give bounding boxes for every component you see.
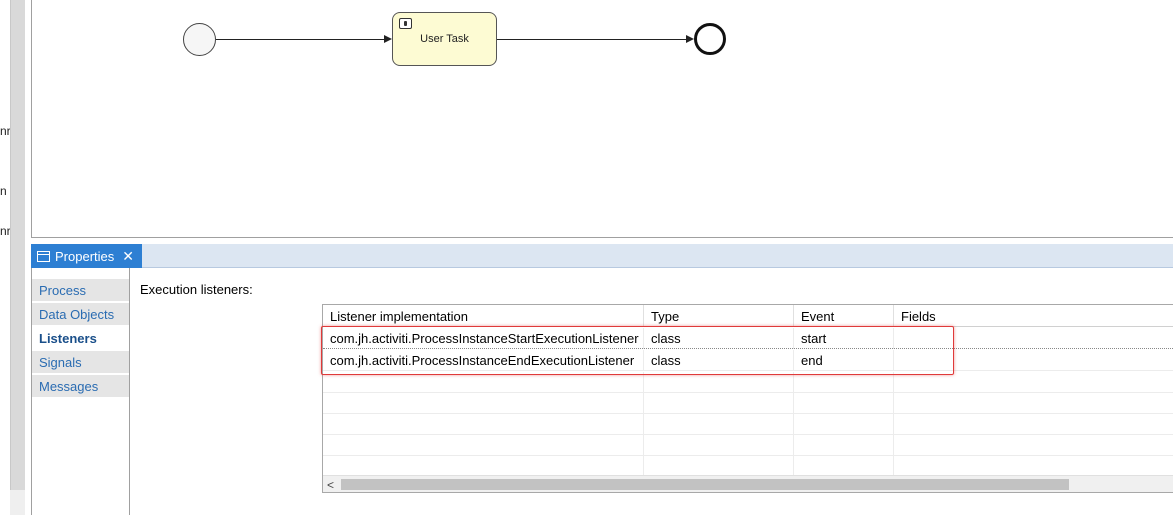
table-row[interactable]: com.jh.activiti.ProcessInstanceStartExec… [323,328,1173,349]
column-header-event[interactable]: Event [794,305,894,327]
properties-panel: Process Data Objects Listeners Signals M… [31,268,1173,515]
cell-fields [894,350,1173,371]
side-tab-listeners[interactable]: Listeners [32,327,129,350]
side-tab-data-objects[interactable]: Data Objects [32,303,129,326]
table-horizontal-scrollbar[interactable]: < [323,475,1173,492]
arrowhead-icon [686,35,694,43]
end-event[interactable] [694,23,726,55]
table-header: Listener implementation Type Event Field… [323,305,1173,327]
left-panel-scrollbar[interactable] [10,0,25,490]
scroll-left-icon[interactable]: < [327,478,335,492]
empty-cell [323,414,644,435]
table-row-empty [323,393,1173,414]
table-row-empty [323,372,1173,393]
left-panel-edge: nr n nr [0,0,11,515]
cell-event: end [794,350,894,371]
arrowhead-icon [384,35,392,43]
start-event[interactable] [183,23,216,56]
table-row-empty [323,435,1173,456]
cell-implementation: com.jh.activiti.ProcessInstanceEndExecut… [323,350,644,371]
user-task-label: User Task [420,33,469,45]
empty-cell [644,414,794,435]
cell-implementation: com.jh.activiti.ProcessInstanceStartExec… [323,328,644,349]
sequence-flow-task-to-end[interactable] [497,39,686,40]
empty-cell [644,456,794,477]
empty-cell [794,372,894,393]
empty-cell [644,393,794,414]
properties-icon [37,250,50,262]
column-header-implementation[interactable]: Listener implementation [323,305,644,327]
column-header-fields[interactable]: Fields [901,308,936,324]
user-task[interactable]: User Task [392,12,497,66]
left-panel-scrollbar-end [10,490,25,515]
empty-cell [794,414,894,435]
empty-cell [323,393,644,414]
side-tab-signals[interactable]: Signals [32,351,129,374]
empty-cell [644,372,794,393]
cell-type: class [644,328,794,349]
cell-event: start [794,328,894,349]
table-row-empty [323,456,1173,477]
cut-off-text: n [0,184,7,198]
empty-cell [644,435,794,456]
empty-cell [323,372,644,393]
column-header-type[interactable]: Type [644,305,794,327]
sequence-flow-start-to-task[interactable] [216,39,384,40]
side-tab-messages[interactable]: Messages [32,375,129,398]
empty-cell [794,435,894,456]
empty-cell [794,393,894,414]
empty-cell [323,456,644,477]
table-row[interactable]: com.jh.activiti.ProcessInstanceEndExecut… [323,350,1173,371]
listeners-table[interactable]: Listener implementation Type Event Field… [322,304,1173,493]
empty-cell [323,435,644,456]
cell-fields [894,328,1173,349]
tab-properties[interactable]: Properties ✕ [31,244,142,268]
tab-properties-label: Properties [55,248,115,264]
properties-tab-bar: Properties ✕ [31,244,1173,268]
cut-off-text: nr [0,124,11,138]
user-task-icon [399,18,412,29]
properties-side-tabs: Process Data Objects Listeners Signals M… [32,268,130,515]
close-icon[interactable]: ✕ [122,247,134,264]
execution-listeners-label: Execution listeners: [140,282,253,297]
side-tab-process[interactable]: Process [32,279,129,302]
scrollbar-thumb[interactable] [341,479,1069,490]
empty-cell [794,456,894,477]
table-row-empty [323,414,1173,435]
cut-off-text: nr [0,224,11,238]
cell-type: class [644,350,794,371]
